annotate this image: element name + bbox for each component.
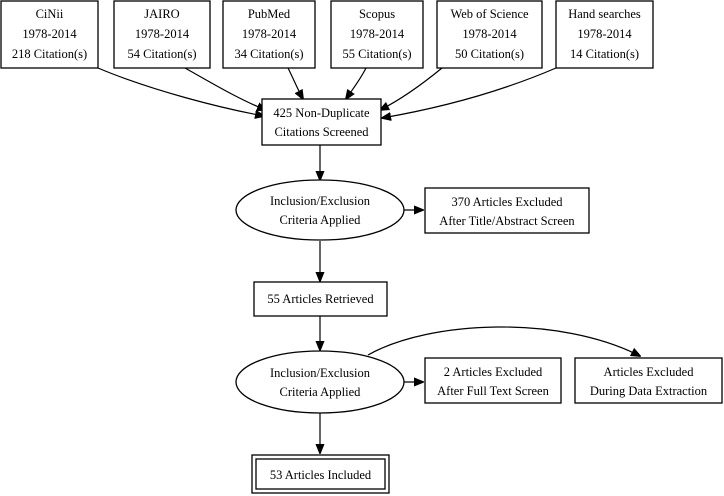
source-citations: 50 Citation(s): [455, 47, 524, 61]
edge-cinii-to-screened: [97, 67, 264, 116]
excluded1-line2: After Title/Abstract Screen: [439, 214, 575, 228]
edge-scopus-to-screened: [346, 67, 367, 99]
edge-jairo-to-screened: [184, 67, 266, 110]
source-cinii: CiNii 1978-2014 218 Citation(s): [0, 0, 99, 69]
source-citations: 54 Citation(s): [127, 47, 196, 61]
criteria2-line2: Criteria Applied: [280, 385, 362, 399]
screened-line2: Citations Screened: [274, 125, 369, 139]
node-excluded-data-extraction: Articles Excluded During Data Extraction: [574, 357, 723, 404]
source-years: 1978-2014: [135, 27, 190, 41]
source-name: JAIRO: [144, 7, 179, 21]
source-name: Web of Science: [450, 7, 529, 21]
node-excluded-title-abstract: 370 Articles Excluded After Title/Abstra…: [424, 187, 590, 234]
node-retrieved: 55 Articles Retrieved: [253, 281, 388, 317]
excluded2-line2: After Full Text Screen: [437, 384, 549, 398]
source-name: PubMed: [248, 7, 291, 21]
excluded3-line1: Articles Excluded: [604, 365, 695, 379]
retrieved-line1: 55 Articles Retrieved: [267, 292, 374, 306]
node-included: 53 Articles Included: [251, 454, 390, 494]
source-citations: 14 Citation(s): [570, 47, 639, 61]
criteria2-line1: Inclusion/Exclusion: [270, 366, 371, 380]
node-criteria2: Inclusion/Exclusion Criteria Applied: [235, 350, 405, 414]
source-jairo: JAIRO 1978-2014 54 Citation(s): [113, 0, 211, 69]
edge-wos-to-screened: [380, 67, 443, 110]
excluded2-line1: 2 Articles Excluded: [444, 365, 543, 379]
source-years: 1978-2014: [577, 27, 632, 41]
node-excluded-full-text: 2 Articles Excluded After Full Text Scre…: [424, 357, 562, 404]
screened-line1: 425 Non-Duplicate: [273, 106, 370, 120]
edge-pubmed-to-screened: [287, 67, 303, 99]
source-hand-searches: Hand searches 1978-2014 14 Citation(s): [555, 0, 654, 69]
source-web-of-science: Web of Science 1978-2014 50 Citation(s): [436, 0, 543, 69]
source-citations: 34 Citation(s): [234, 47, 303, 61]
node-criteria1: Inclusion/Exclusion Criteria Applied: [235, 179, 405, 241]
source-pubmed: PubMed 1978-2014 34 Citation(s): [222, 0, 316, 69]
node-screened: 425 Non-Duplicate Citations Screened: [261, 98, 382, 146]
excluded3-line2: During Data Extraction: [590, 384, 708, 398]
source-citations: 55 Citation(s): [342, 47, 411, 61]
edges: [97, 67, 640, 453]
source-citations: 218 Citation(s): [12, 47, 87, 61]
source-scopus: Scopus 1978-2014 55 Citation(s): [330, 0, 424, 69]
included-line1: 53 Articles Included: [270, 468, 372, 482]
edge-hand-to-screened: [382, 67, 557, 118]
criteria1-line2: Criteria Applied: [280, 213, 362, 227]
source-years: 1978-2014: [462, 27, 517, 41]
source-years: 1978-2014: [242, 27, 297, 41]
criteria1-line1: Inclusion/Exclusion: [270, 194, 371, 208]
excluded1-line1: 370 Articles Excluded: [451, 195, 563, 209]
source-name: Scopus: [359, 7, 395, 21]
source-years: 1978-2014: [22, 27, 77, 41]
source-years: 1978-2014: [350, 27, 405, 41]
source-name: CiNii: [36, 7, 64, 21]
source-name: Hand searches: [568, 7, 641, 21]
edge-criteria2-to-excluded3: [367, 326, 640, 356]
